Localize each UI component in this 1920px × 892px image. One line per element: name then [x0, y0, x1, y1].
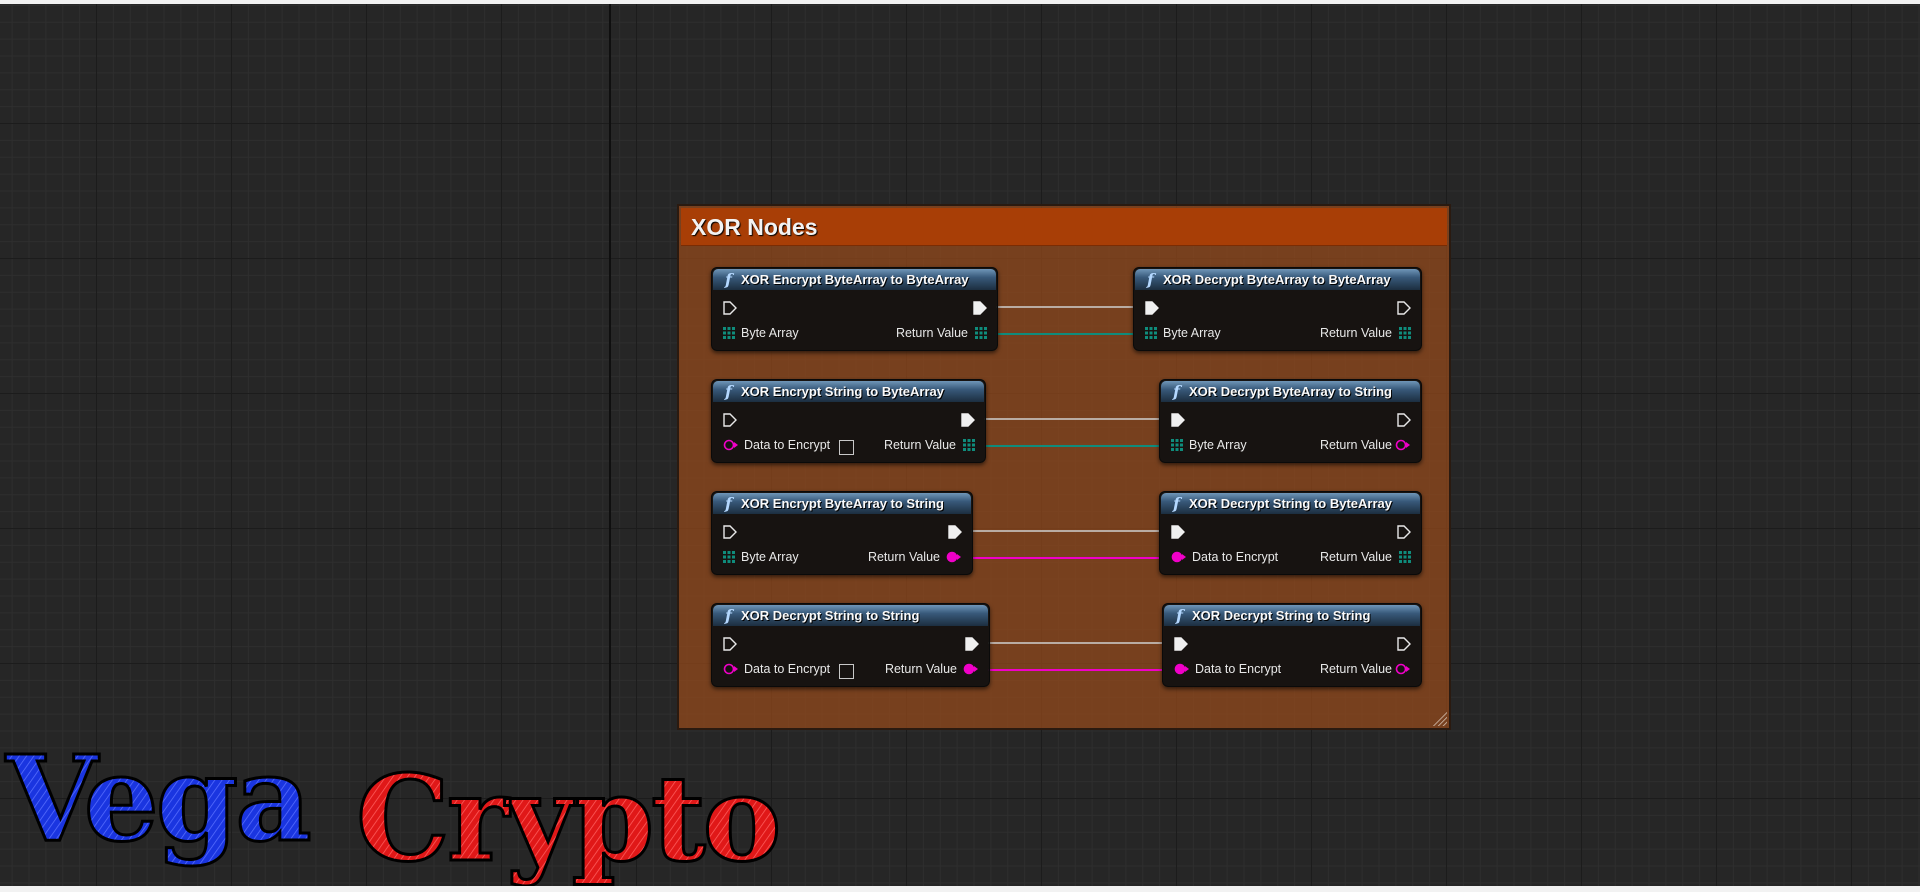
byte-array-pin-icon[interactable] — [723, 551, 735, 563]
output-pin-label: Return Value — [1319, 662, 1392, 676]
byte-array-pin-icon[interactable] — [1145, 327, 1157, 339]
exec-out-pin-icon[interactable] — [973, 301, 987, 315]
exec-in-pin-icon[interactable] — [1174, 637, 1188, 651]
string-input-box[interactable] — [839, 440, 854, 455]
string-pin-icon[interactable] — [946, 551, 962, 563]
input-pin-label: Data to Encrypt — [744, 662, 831, 676]
node-header[interactable]: f XOR Decrypt ByteArray to ByteArray — [1135, 269, 1420, 290]
node-xor-decrypt-string-to-string-left[interactable]: f XOR Decrypt String to String Data to E… — [711, 603, 990, 687]
output-pin-label: Return Value — [883, 438, 956, 452]
input-pin-label: Byte Array — [741, 326, 799, 340]
function-icon: f — [725, 606, 732, 625]
node-title: XOR Encrypt ByteArray to ByteArray — [741, 272, 969, 287]
node-header[interactable]: f XOR Encrypt ByteArray to ByteArray — [713, 269, 996, 290]
node-header[interactable]: f XOR Decrypt String to String — [1164, 605, 1420, 626]
byte-array-pin-icon[interactable] — [1399, 551, 1411, 563]
byte-array-pin-icon[interactable] — [963, 439, 975, 451]
string-pin-icon[interactable] — [1171, 551, 1187, 563]
node-xor-decrypt-string-to-bytearray[interactable]: f XOR Decrypt String to ByteArray Data t… — [1159, 491, 1422, 575]
node-title: XOR Decrypt ByteArray to ByteArray — [1163, 272, 1391, 287]
input-pin-label: Byte Array — [741, 550, 799, 564]
node-xor-decrypt-bytearray-to-bytearray[interactable]: f XOR Decrypt ByteArray to ByteArray Byt… — [1133, 267, 1422, 351]
byte-array-pin-icon[interactable] — [1171, 439, 1183, 451]
exec-out-pin-icon[interactable] — [1397, 413, 1411, 427]
function-icon: f — [725, 270, 732, 289]
bottom-border — [0, 886, 1920, 892]
watermark-part1: Vega — [5, 729, 309, 868]
exec-in-pin-icon[interactable] — [723, 637, 737, 651]
node-xor-encrypt-string-to-bytearray[interactable]: f XOR Encrypt String to ByteArray Data t… — [711, 379, 986, 463]
node-title: XOR Decrypt String to String — [1192, 608, 1371, 623]
exec-out-pin-icon[interactable] — [1397, 525, 1411, 539]
watermark-part2: Crypto — [356, 749, 778, 888]
byte-array-pin-icon[interactable] — [975, 327, 987, 339]
exec-out-pin-icon[interactable] — [948, 525, 962, 539]
output-pin-label: Return Value — [1319, 326, 1392, 340]
node-header[interactable]: f XOR Decrypt String to String — [713, 605, 988, 626]
byte-array-pin-icon[interactable] — [1399, 327, 1411, 339]
output-pin-label: Return Value — [884, 662, 957, 676]
comment-header[interactable]: XOR Nodes — [681, 208, 1447, 246]
exec-out-pin-icon[interactable] — [961, 413, 975, 427]
node-header[interactable]: f XOR Encrypt String to ByteArray — [713, 381, 984, 402]
exec-in-pin-icon[interactable] — [1171, 525, 1185, 539]
exec-out-pin-icon[interactable] — [1397, 301, 1411, 315]
node-header[interactable]: f XOR Encrypt ByteArray to String — [713, 493, 971, 514]
node-xor-encrypt-bytearray-to-bytearray[interactable]: f XOR Encrypt ByteArray to ByteArray Byt… — [711, 267, 998, 351]
function-icon: f — [1173, 494, 1180, 513]
exec-in-pin-icon[interactable] — [1171, 413, 1185, 427]
comment-title: XOR Nodes — [691, 214, 818, 240]
function-icon: f — [1147, 270, 1154, 289]
node-header[interactable]: f XOR Decrypt ByteArray to String — [1161, 381, 1420, 402]
output-pin-label: Return Value — [1319, 438, 1392, 452]
node-title: XOR Encrypt String to ByteArray — [741, 384, 944, 399]
node-xor-decrypt-bytearray-to-string[interactable]: f XOR Decrypt ByteArray to String Byte A… — [1159, 379, 1422, 463]
string-pin-icon[interactable] — [1395, 439, 1411, 451]
exec-in-pin-icon[interactable] — [723, 413, 737, 427]
graph-origin-line — [609, 4, 611, 886]
output-pin-label: Return Value — [895, 326, 968, 340]
function-icon: f — [1173, 382, 1180, 401]
string-pin-icon[interactable] — [1174, 663, 1190, 675]
string-pin-icon[interactable] — [723, 439, 739, 451]
input-pin-label: Data to Encrypt — [744, 438, 831, 452]
string-pin-icon[interactable] — [1395, 663, 1411, 675]
exec-out-pin-icon[interactable] — [1397, 637, 1411, 651]
top-border — [0, 0, 1920, 4]
input-pin-label: Byte Array — [1189, 438, 1247, 452]
function-icon: f — [1176, 606, 1183, 625]
exec-in-pin-icon[interactable] — [1145, 301, 1159, 315]
node-xor-decrypt-string-to-string-right[interactable]: f XOR Decrypt String to String Data to E… — [1162, 603, 1422, 687]
output-pin-label: Return Value — [1319, 550, 1392, 564]
exec-in-pin-icon[interactable] — [723, 301, 737, 315]
exec-out-pin-icon[interactable] — [965, 637, 979, 651]
comment-resize-handle[interactable] — [1431, 710, 1447, 726]
node-title: XOR Decrypt String to ByteArray — [1189, 496, 1392, 511]
function-icon: f — [725, 382, 732, 401]
output-pin-label: Return Value — [867, 550, 940, 564]
string-input-box[interactable] — [839, 664, 854, 679]
node-header[interactable]: f XOR Decrypt String to ByteArray — [1161, 493, 1420, 514]
input-pin-label: Data to Encrypt — [1192, 550, 1279, 564]
exec-in-pin-icon[interactable] — [723, 525, 737, 539]
byte-array-pin-icon[interactable] — [723, 327, 735, 339]
vegacrypto-watermark-logo: Vega Crypto — [4, 728, 783, 890]
node-title: XOR Decrypt String to String — [741, 608, 920, 623]
string-pin-icon[interactable] — [723, 663, 739, 675]
input-pin-label: Data to Encrypt — [1195, 662, 1282, 676]
node-title: XOR Decrypt ByteArray to String — [1189, 384, 1392, 399]
node-title: XOR Encrypt ByteArray to String — [741, 496, 944, 511]
function-icon: f — [725, 494, 732, 513]
node-xor-encrypt-bytearray-to-string[interactable]: f XOR Encrypt ByteArray to String Byte A… — [711, 491, 973, 575]
input-pin-label: Byte Array — [1163, 326, 1221, 340]
string-pin-icon[interactable] — [963, 663, 979, 675]
